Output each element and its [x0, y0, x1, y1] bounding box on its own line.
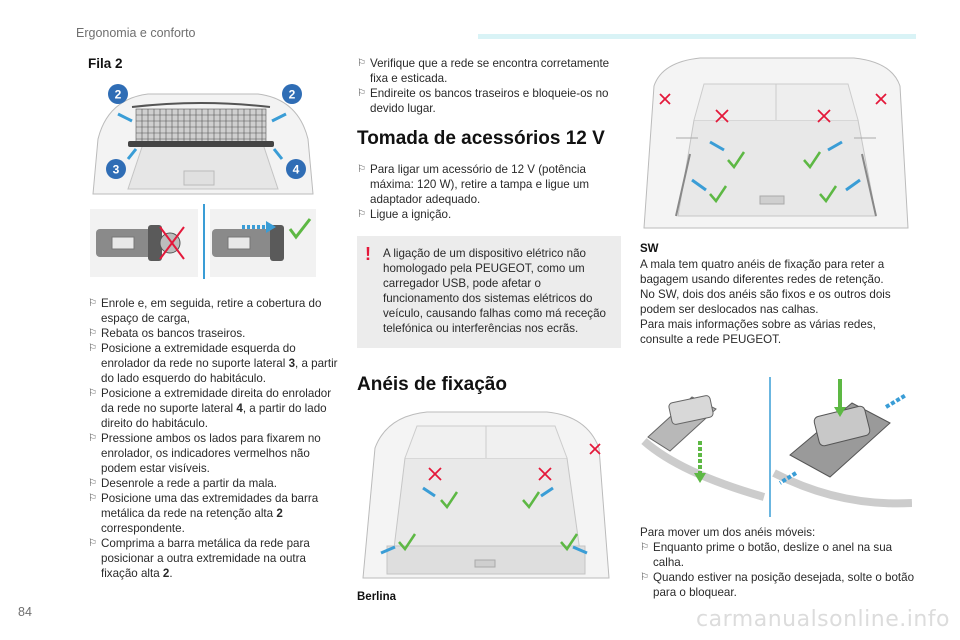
svg-text:4: 4: [293, 163, 300, 177]
flag-bullet-icon: ⚐: [88, 298, 97, 309]
list-item: ⚐Quando estiver na posição desejada, sol…: [640, 571, 915, 599]
warning-box: ! A ligação de um dispositivo elétrico n…: [357, 236, 621, 348]
move-ring-steps: ⚐Enquanto prime o botão, deslize o anel …: [640, 540, 916, 600]
flag-bullet-icon: ⚐: [88, 493, 97, 504]
list-item: ⚐Pressione ambos os lados para fixarem n…: [88, 432, 321, 475]
flag-bullet-icon: ⚐: [357, 209, 366, 220]
flag-bullet-icon: ⚐: [357, 58, 366, 69]
column-sw: SW A mala tem quatro anéis de fixação pa…: [640, 56, 916, 600]
column-fila2: Fila 2 2 2 3 4: [88, 56, 338, 581]
ring-detail-left: [641, 395, 766, 501]
list-item: ⚐Verifique que a rede se encontra corret…: [357, 57, 610, 85]
flag-bullet-icon: ⚐: [88, 328, 97, 339]
running-header: Ergonomia e conforto: [76, 26, 196, 40]
list-item: ⚐Comprima a barra metálica da rede para …: [88, 537, 310, 580]
page-number: 84: [18, 605, 32, 619]
flag-bullet-icon: ⚐: [88, 388, 97, 399]
berlina-trunk-illustration: [357, 408, 621, 586]
list-item: ⚐Posicione a extremidade direita do enro…: [88, 387, 332, 430]
list-item: ⚐Posicione uma das extremidades da barra…: [88, 492, 319, 535]
header-bar: [478, 34, 916, 39]
sw-paragraph-1: A mala tem quatro anéis de fixação para …: [640, 258, 885, 286]
callout-badge-3: 3: [106, 159, 126, 179]
roller-detail-left: [90, 209, 198, 277]
svg-text:3: 3: [113, 163, 120, 177]
column-middle: ⚐Verifique que a rede se encontra corret…: [357, 56, 621, 605]
flag-bullet-icon: ⚐: [88, 343, 97, 354]
sw-section: SW A mala tem quatro anéis de fixação pa…: [640, 242, 916, 347]
list-item: ⚐Enrole e, em seguida, retire a cobertur…: [88, 297, 322, 325]
cargo-net-illustration: 2 2 3 4: [88, 79, 338, 284]
svg-text:2: 2: [115, 88, 122, 102]
warning-text: A ligação de um dispositivo elétrico não…: [383, 247, 606, 335]
move-ring-section: Para mover um dos anéis móveis: ⚐Enquant…: [640, 525, 916, 600]
exclamation-icon: !: [365, 244, 371, 264]
list-item: ⚐Para ligar um acessório de 12 V (potênc…: [357, 163, 590, 206]
list-item: ⚐Endireite os bancos traseiros e bloquei…: [357, 87, 609, 115]
fila2-steps: ⚐Enrole e, em seguida, retire a cobertur…: [88, 296, 338, 581]
list-item: ⚐Desenrole a rede a partir da mala.: [88, 477, 277, 490]
move-intro: Para mover um dos anéis móveis:: [640, 526, 816, 539]
list-item: ⚐Rebata os bancos traseiros.: [88, 327, 246, 340]
ring-detail-right: [772, 379, 912, 508]
roller-detail-right: [210, 209, 316, 277]
sw-trunk-illustration: [640, 56, 916, 236]
callout-badge-2-left: 2: [108, 84, 128, 104]
flag-bullet-icon: ⚐: [357, 164, 366, 175]
cargo-net: [135, 108, 267, 144]
net-final-steps: ⚐Verifique que a rede se encontra corret…: [357, 56, 621, 116]
callout-badge-2-right: 2: [282, 84, 302, 104]
svg-text:2: 2: [289, 88, 296, 102]
section-title-aneis: Anéis de fixação: [357, 374, 507, 395]
fila2-title: Fila 2: [88, 56, 123, 71]
flag-bullet-icon: ⚐: [88, 478, 97, 489]
sliding-ring-illustration: [640, 377, 916, 517]
sw-paragraph-3: Para mais informações sobre as várias re…: [640, 318, 876, 346]
flag-bullet-icon: ⚐: [88, 433, 97, 444]
socket-steps: ⚐Para ligar um acessório de 12 V (potênc…: [357, 162, 621, 222]
flag-bullet-icon: ⚐: [640, 542, 649, 553]
sw-paragraph-2: No SW, dois dos anéis são fixos e os out…: [640, 288, 891, 316]
flag-bullet-icon: ⚐: [640, 572, 649, 583]
list-item: ⚐Ligue a ignição.: [357, 208, 452, 221]
list-item: ⚐Posicione a extremidade esquerda do enr…: [88, 342, 338, 385]
flag-bullet-icon: ⚐: [357, 88, 366, 99]
list-item: ⚐Enquanto prime o botão, deslize o anel …: [640, 541, 893, 569]
berlina-caption: Berlina: [357, 591, 396, 603]
footer-watermark: carmanualsonline.info: [696, 607, 950, 632]
callout-badge-4: 4: [286, 159, 306, 179]
sw-title: SW: [640, 243, 659, 255]
section-title-12v: Tomada de acessórios 12 V: [357, 128, 605, 149]
flag-bullet-icon: ⚐: [88, 538, 97, 549]
